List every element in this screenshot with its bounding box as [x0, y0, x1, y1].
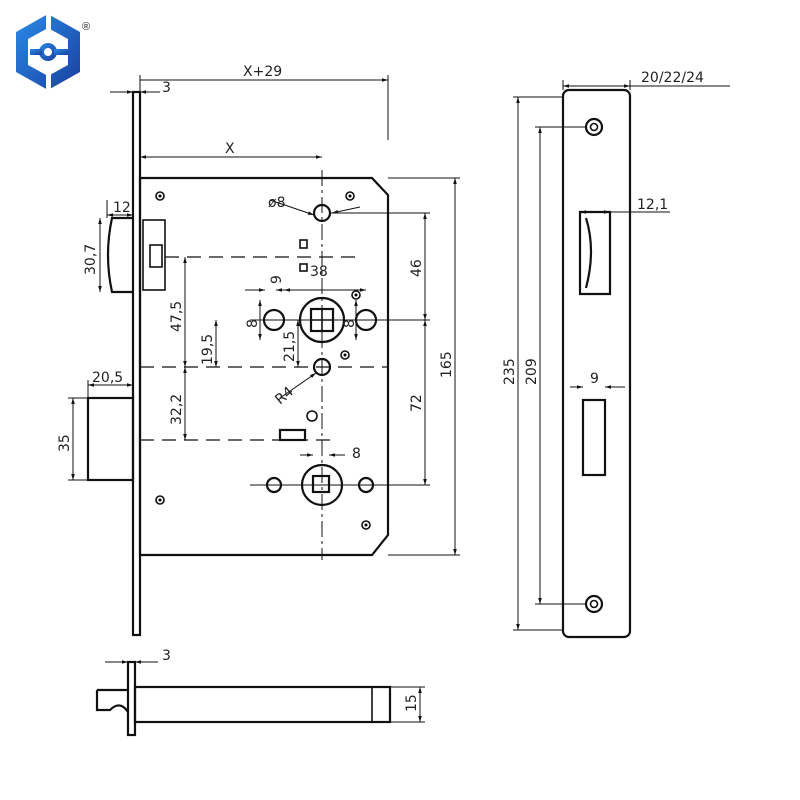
deadbolt-slot: [581, 398, 607, 477]
dim-top-to-follower: 46: [409, 259, 425, 277]
dim-hole-diameter: ø8: [268, 195, 285, 211]
faceplate-front: [561, 88, 632, 639]
dim-follower-to-deadbolt: 32,2: [169, 394, 185, 425]
dim-center-distance: 72: [409, 394, 425, 412]
dim-radius: R4: [272, 384, 297, 408]
dim-latch-width: 12: [113, 200, 131, 216]
dim-body-thickness: 15: [404, 694, 420, 712]
dim-latch-to-follower: 47,5: [169, 301, 185, 332]
dim-faceplate-thickness: 3: [162, 80, 171, 96]
side-view: 20/22/24 12,1 9 235 209: [502, 70, 730, 639]
dim-body-height: 165: [439, 351, 455, 378]
dim-deadbolt-slot-width: 9: [590, 371, 599, 387]
body-bottom: [133, 685, 392, 724]
front-view: 3 X+29 X ø8 12 30,7 38 9 8 8 47,5 19,5 2…: [57, 64, 460, 637]
deadbolt: [86, 396, 135, 482]
dim-latch-height: 30,7: [83, 244, 99, 275]
dim-faceplate-width: 20/22/24: [641, 70, 704, 86]
registered-mark: ®: [82, 21, 90, 33]
dim-hole-right: 8: [342, 319, 358, 328]
dim-deadbolt-height: 35: [57, 434, 73, 452]
latch-tail: [142, 219, 166, 291]
dim-screw-distance: 209: [524, 358, 540, 385]
dim-cylinder-offset: 8: [352, 446, 361, 462]
dim-total-depth: X+29: [243, 64, 282, 80]
dim-hole-to-center: 19,5: [200, 334, 216, 365]
screw-icon: [155, 191, 371, 530]
latch-slot: [578, 210, 612, 296]
dim-bottom-faceplate-thickness: 3: [162, 648, 171, 664]
follower: [298, 296, 346, 344]
cylinder-hole: [300, 463, 344, 507]
latch-bottom: [95, 688, 129, 713]
dim-follower-to-hole: 21,5: [282, 331, 298, 362]
dim-follower-distance: 38: [310, 264, 328, 280]
lock-body: [138, 176, 390, 557]
dim-latch-slot-width: 12,1: [637, 197, 668, 213]
dim-faceplate-length: 235: [502, 358, 518, 385]
dim-hole-left: 8: [245, 319, 261, 328]
dim-backset: X: [225, 141, 235, 157]
brand-logo: ®: [16, 14, 90, 90]
bottom-view: 3 15: [95, 648, 425, 737]
dim-spindle-offset: 9: [269, 275, 285, 284]
dim-deadbolt-width: 20,5: [92, 370, 123, 386]
latch-bolt: [106, 216, 133, 294]
